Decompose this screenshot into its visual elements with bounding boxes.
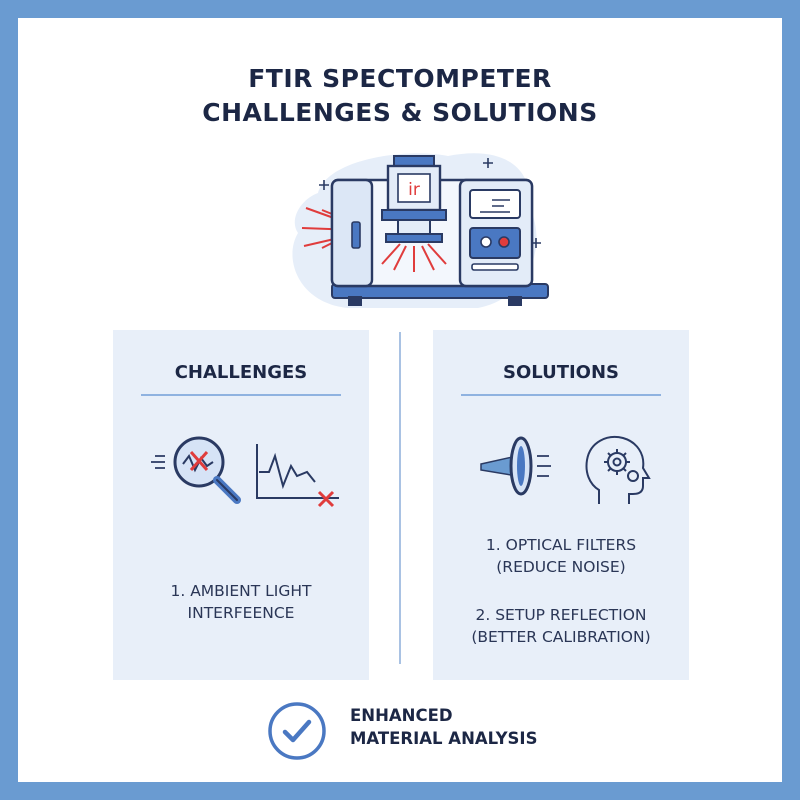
challenges-rule xyxy=(141,394,341,396)
solutions-panel: SOLUTIONS 1. OPTICAL FILTERS (REDUCE NOI… xyxy=(433,330,689,680)
solution-item-2: 2. SETUP REFLECTION (BETTER CALIBRATION) xyxy=(433,604,689,648)
solution-item-1: 1. OPTICAL FILTERS (REDUCE NOISE) xyxy=(433,534,689,578)
panel-divider xyxy=(399,332,401,664)
solution-item-2-line-1: 2. SETUP REFLECTION xyxy=(475,606,647,624)
footer-text: ENHANCED MATERIAL ANALYSIS xyxy=(350,704,537,750)
solution-item-1-line-2: (REDUCE NOISE) xyxy=(496,558,626,576)
check-circle-icon xyxy=(268,702,326,760)
optical-filter-icon xyxy=(480,436,551,496)
solutions-icons xyxy=(480,436,651,504)
footer-line-1: ENHANCED xyxy=(350,706,453,725)
challenges-heading: CHALLENGES xyxy=(174,362,308,383)
ftir-machine-icon: ir xyxy=(292,153,549,308)
head-gear-icon xyxy=(585,436,651,504)
signal-graph-x-icon xyxy=(256,444,339,508)
challenges-panel: CHALLENGES 1. AMBIENT LIGHT INTERFEENCE xyxy=(113,330,369,680)
challenge-item-1-line-2: INTERFEENCE xyxy=(187,604,295,622)
challenges-icons xyxy=(151,436,339,508)
solutions-rule xyxy=(461,394,661,396)
title-line-2: CHALLENGES & SOLUTIONS xyxy=(202,98,598,127)
magnifier-noise-x-icon xyxy=(151,436,241,504)
title-line-1: FTIR SPECTOMPETER xyxy=(248,64,552,93)
solutions-heading: SOLUTIONS xyxy=(502,362,619,383)
page-title: FTIR SPECTOMPETER CHALLENGES & SOLUTIONS xyxy=(18,62,782,130)
challenge-item-1: 1. AMBIENT LIGHT INTERFEENCE xyxy=(113,580,369,624)
solution-item-2-line-2: (BETTER CALIBRATION) xyxy=(471,628,651,646)
footer-line-2: MATERIAL ANALYSIS xyxy=(350,729,538,748)
machine-window-label: ir xyxy=(408,180,420,200)
solution-item-1-line-1: 1. OPTICAL FILTERS xyxy=(485,536,637,554)
challenge-item-1-line-1: 1. AMBIENT LIGHT xyxy=(170,582,312,600)
infographic-card: FTIR SPECTOMPETER CHALLENGES & SOLUTIONS xyxy=(18,18,782,782)
